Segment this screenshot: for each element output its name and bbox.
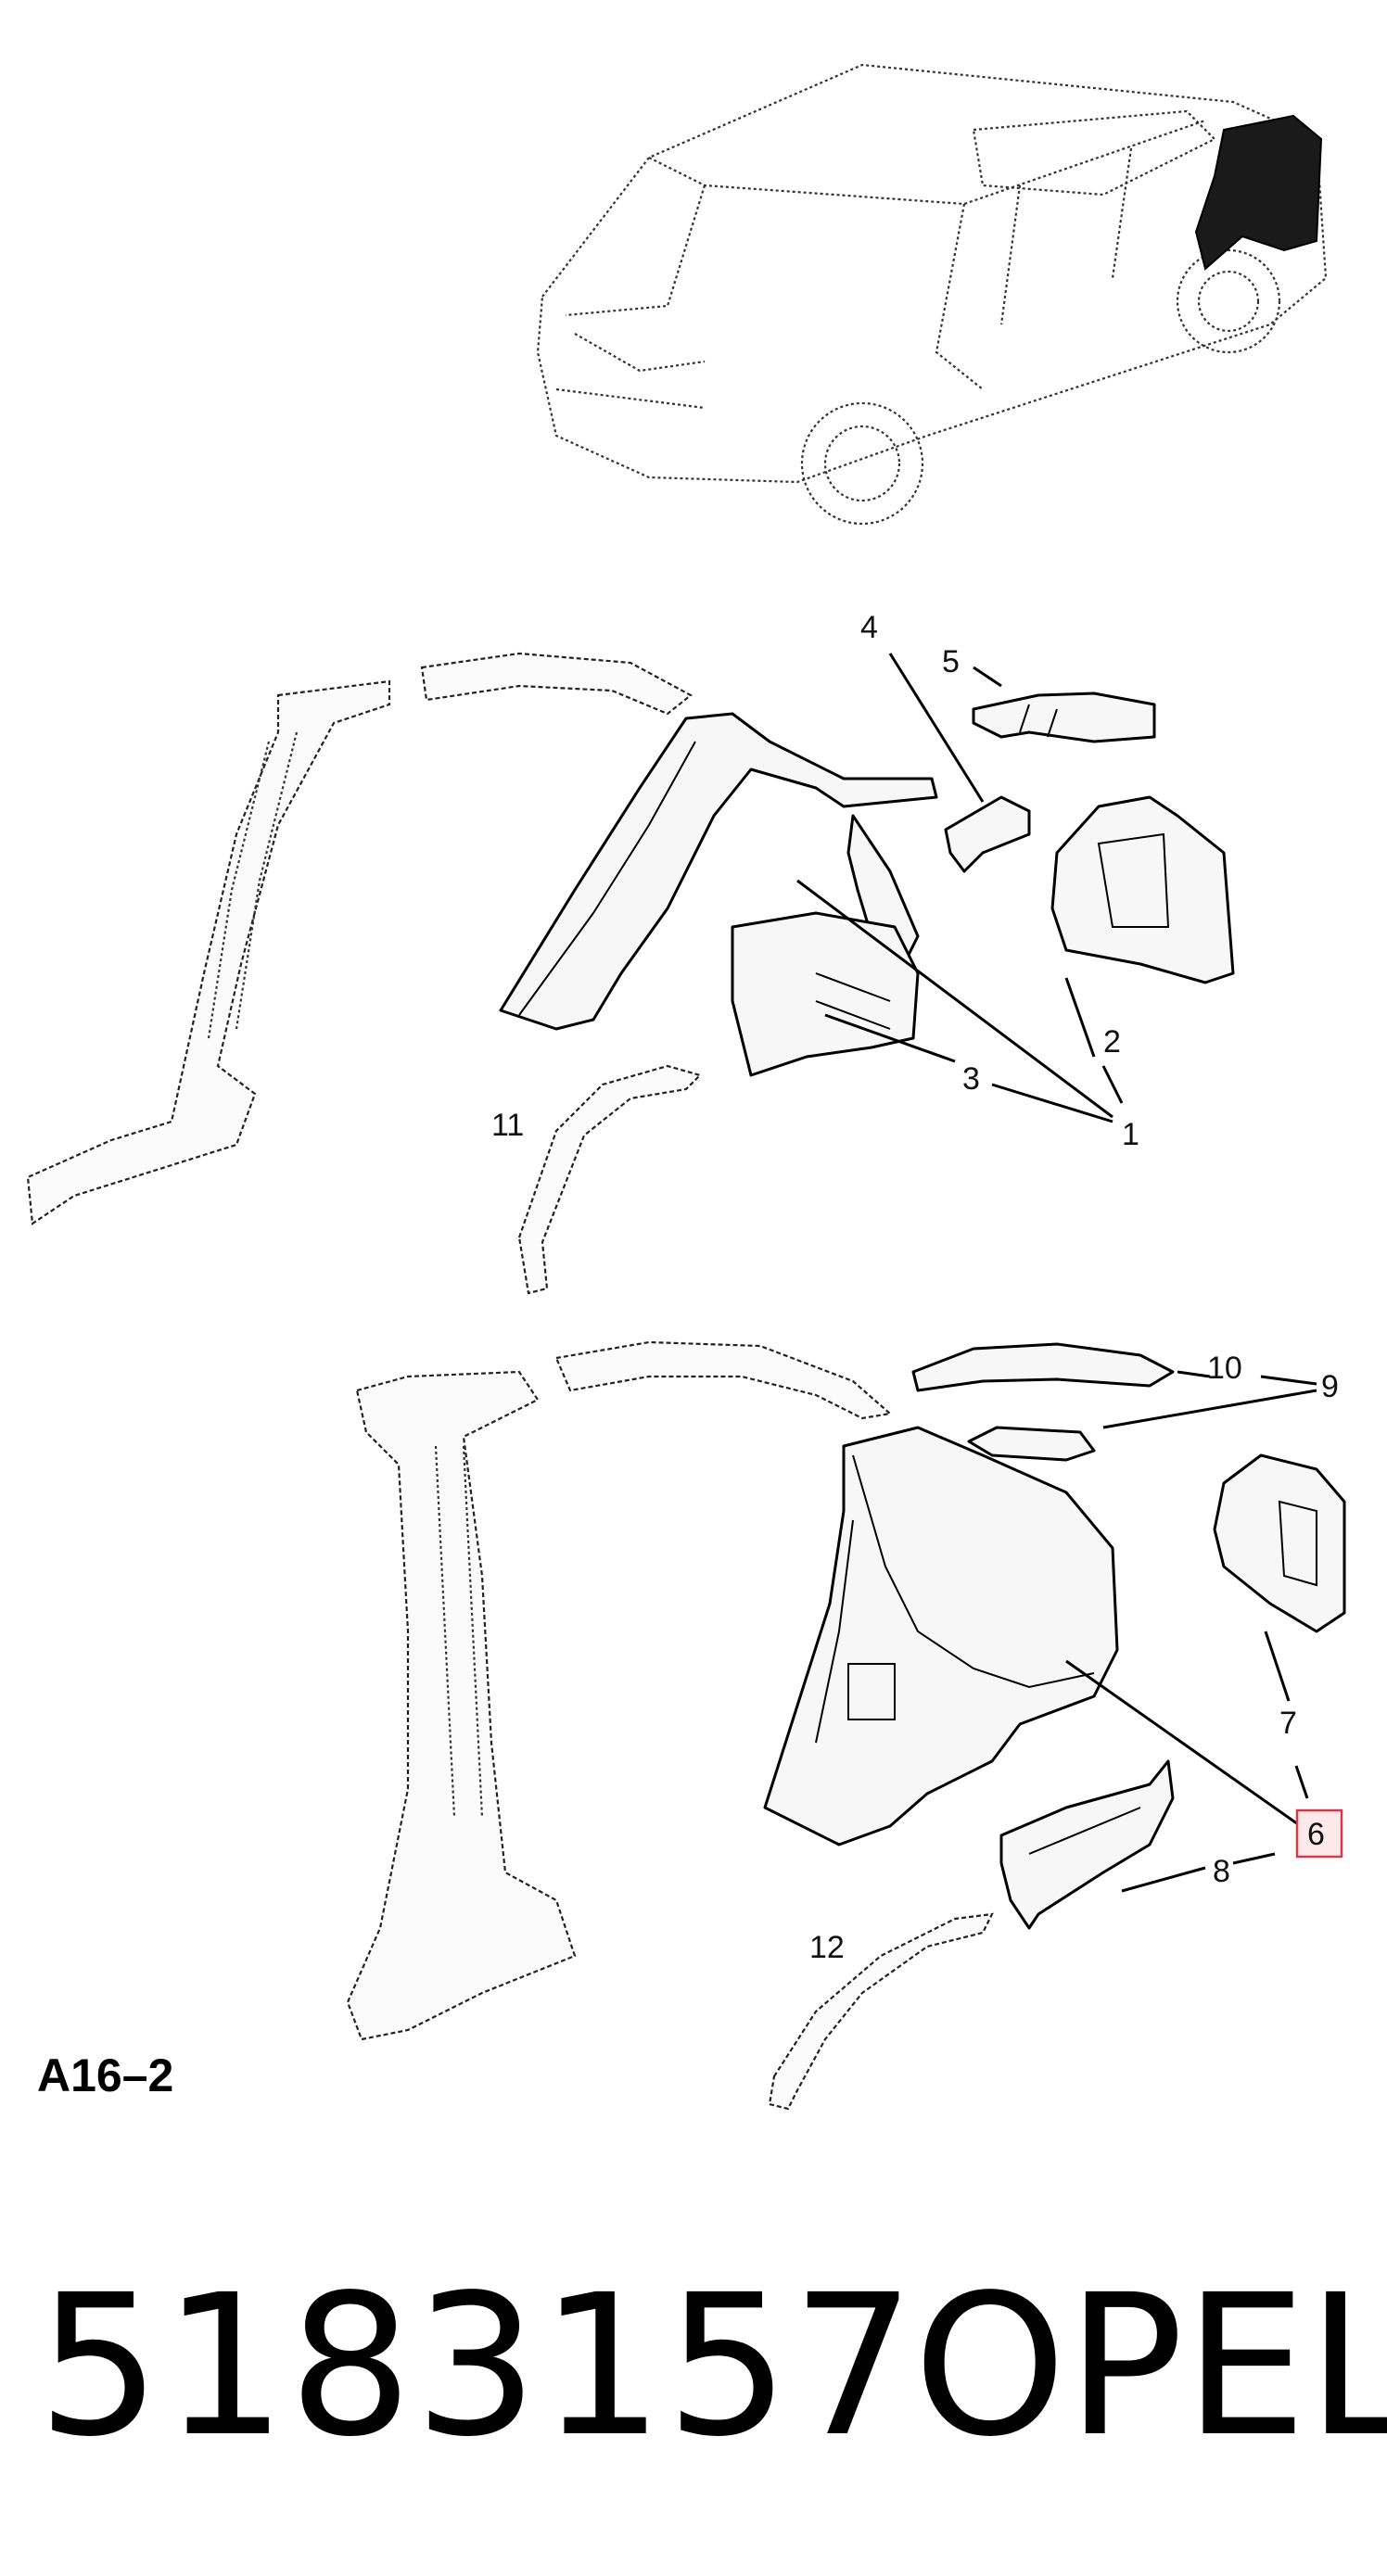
part-number: 5183157 [37,2252,918,2480]
part-2-inner-panel [1050,795,1235,984]
part-6-outer-quarter-panel [763,1426,1119,1846]
callout-label-10: 10 [1207,1351,1242,1386]
callout-label-8: 8 [1213,1854,1230,1889]
callout-label-5: 5 [942,644,960,679]
part-11-wheel-arch [517,1064,703,1295]
callout-label-1: 1 [1122,1117,1139,1152]
callout-label-4: 4 [860,610,878,645]
b-pillar-lower-view [346,1370,577,2041]
upper-assembly [26,652,1235,1295]
part-3-wheelhouse-panel [731,911,920,1077]
part-10-rail [911,1342,1175,1392]
roof-rail-lower-view [554,1340,893,1420]
roof-rail-upper-view [420,652,693,716]
b-pillar-upper-view [26,679,391,1225]
callout-label-2: 2 [1103,1024,1121,1060]
lower-assembly [346,1340,1346,2111]
part-8-lower-extension [999,1759,1175,1930]
callout-label-11: 11 [491,1108,524,1143]
callout-label-9: 9 [1321,1369,1339,1404]
part-1-quarter-inner [499,712,938,1031]
part-7-inner-panel [1213,1453,1346,1633]
rear-quarter-highlight-area [1194,114,1323,271]
figure-id: A16–2 [37,2049,174,2101]
callout-labels: 4 5 2 3 1 11 10 9 7 6 8 12 [491,610,1339,1965]
part-9-bracket [967,1426,1096,1462]
callout-label-12: 12 [809,1930,845,1965]
callout-label-7: 7 [1279,1706,1297,1741]
part-12-arch-liner [768,1912,994,2111]
callout-label-6: 6 [1307,1817,1325,1852]
brand-name: OPEL [913,2252,1387,2480]
part-4-bracket [944,795,1031,873]
car-overview-illustration [536,63,1328,526]
callout-label-3: 3 [962,1061,980,1097]
part-5-reinforcement [972,692,1156,743]
callout-6-highlight-box [1295,1808,1343,1859]
